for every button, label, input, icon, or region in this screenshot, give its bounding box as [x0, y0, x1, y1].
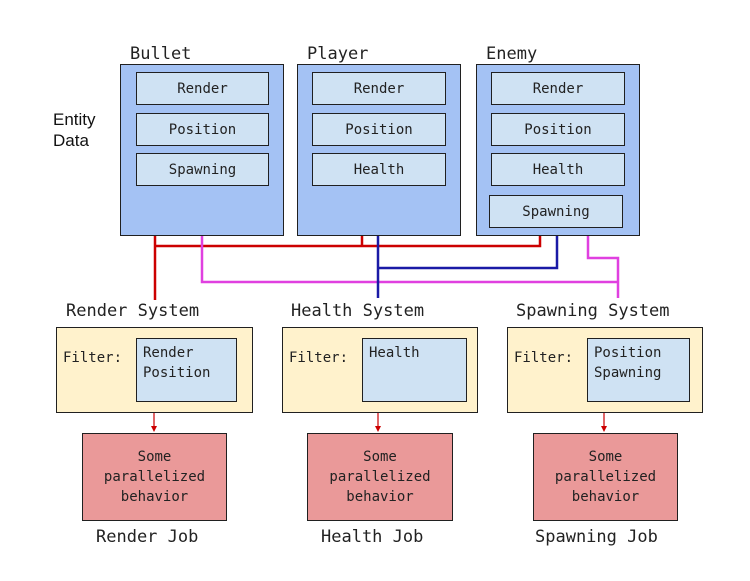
entity-data-label-line: Data — [53, 131, 89, 150]
system-health: Filter: Health — [282, 327, 478, 413]
component-render: Render — [491, 72, 625, 105]
filter-component: Health — [369, 345, 420, 361]
health-wire-enemy — [378, 236, 559, 270]
component-health: Health — [491, 153, 625, 186]
system-title-render: Render System — [66, 301, 200, 321]
entity-data-label: Entity Data — [53, 109, 96, 151]
spawning-wire-enemy — [586, 236, 620, 298]
component-position: Position — [491, 113, 625, 146]
job-text-line: Some — [588, 449, 623, 465]
job-text-line: Some — [137, 449, 172, 465]
job-render: Some parallelized behavior — [82, 433, 227, 521]
component-render: Render — [136, 72, 269, 105]
job-title-health: Health Job — [321, 527, 424, 547]
system-spawning: Filter: Position Spawning — [507, 327, 703, 413]
filter-component: Position — [143, 365, 211, 381]
filter-component: Render — [143, 345, 194, 361]
component-spawning: Spawning — [136, 153, 269, 186]
filter-label: Filter: — [289, 350, 349, 366]
render-arrow — [151, 413, 157, 432]
component-position: Position — [312, 113, 446, 146]
system-title-spawning: Spawning System — [516, 301, 670, 321]
spawning-arrow — [601, 413, 607, 432]
job-text-line: behavior — [120, 489, 189, 505]
health-arrow — [375, 413, 381, 432]
filter-label: Filter: — [63, 350, 123, 366]
system-title-health: Health System — [291, 301, 425, 321]
filter-component: Spawning — [594, 365, 662, 381]
entity-title-bullet: Bullet — [130, 44, 192, 64]
job-text-line: behavior — [571, 489, 640, 505]
entity-player: Render Position Health — [297, 64, 461, 236]
render-wire-bus — [155, 236, 542, 248]
entity-enemy: Render Position Health Spawning — [476, 64, 640, 236]
filter-component: Position — [594, 345, 662, 361]
spawning-wire-bullet — [200, 236, 618, 284]
entity-title-player: Player — [307, 44, 369, 64]
component-position: Position — [136, 113, 269, 146]
filter-components: Render Position — [136, 338, 237, 402]
entity-data-label-line: Entity — [53, 110, 96, 129]
filter-components: Position Spawning — [587, 338, 690, 402]
component-health: Health — [312, 153, 446, 186]
system-render: Filter: Render Position — [56, 327, 253, 413]
entity-bullet: Render Position Spawning — [120, 64, 284, 236]
job-text-line: parallelized — [554, 469, 657, 485]
job-health: Some parallelized behavior — [307, 433, 453, 521]
entity-title-enemy: Enemy — [486, 44, 538, 64]
component-render: Render — [312, 72, 446, 105]
filter-components: Health — [362, 338, 467, 402]
job-title-spawning: Spawning Job — [535, 527, 658, 547]
job-spawning: Some parallelized behavior — [533, 433, 678, 521]
job-text-line: parallelized — [103, 469, 206, 485]
job-text-line: parallelized — [329, 469, 431, 485]
component-spawning: Spawning — [489, 195, 623, 228]
job-text-line: Some — [363, 449, 397, 465]
filter-label: Filter: — [514, 350, 574, 366]
job-text-line: behavior — [346, 489, 414, 505]
job-title-render: Render Job — [96, 527, 199, 547]
